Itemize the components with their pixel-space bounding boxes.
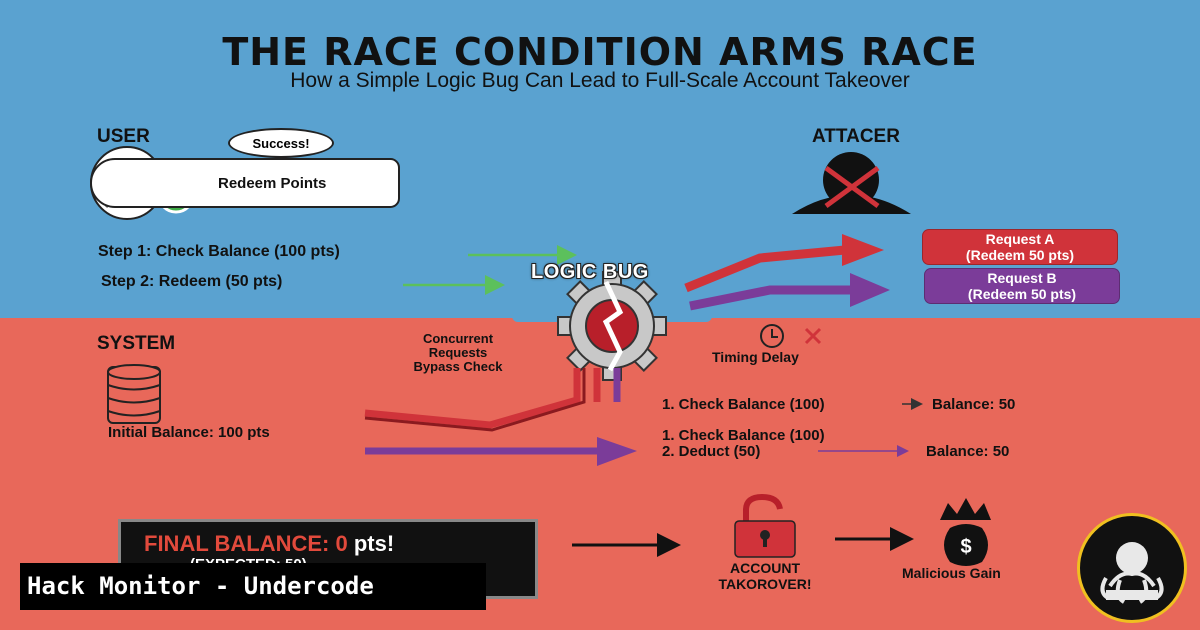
request-b-badge: Request B (Redeem 50 pts) [924, 268, 1120, 304]
timing-delay-label: Timing Delay [712, 349, 799, 365]
attacker-icon [792, 152, 911, 214]
system-label: SYSTEM [97, 333, 176, 354]
redeem-points-label: Redeem Points [218, 175, 327, 192]
octopus-logo-icon [1100, 542, 1164, 604]
request-b-arrow [689, 285, 852, 311]
takeover-line: TAKOROVER! [718, 576, 812, 592]
success-bubble: Success! [228, 128, 334, 158]
watermark-banner: Hack Monitor - Undercode [20, 563, 486, 610]
concurrent-line: Concurrent [422, 331, 494, 346]
malicious-gain-label: Malicious Gain [902, 565, 1001, 581]
request-b-detail: (Redeem 50 pts) [967, 286, 1077, 302]
thread-a-shadow [364, 368, 586, 432]
takeover-line: ACCOUNT [730, 560, 800, 576]
page-title: THE RACE CONDITION ARMS RACE [222, 30, 978, 74]
logic-bug-label: LOGIC BUG [531, 261, 649, 283]
money-bag-icon: $ [940, 498, 991, 566]
request-a-detail: (Redeem 50 pts) [965, 247, 1075, 263]
request-b-title: Request B [987, 270, 1057, 286]
user-label: USER [97, 126, 150, 147]
account-takeover-label: ACCOUNT TAKOROVER! [706, 560, 824, 592]
request-b-arrowhead [850, 273, 890, 307]
thread2-deduct: 2. Deduct (50) [662, 443, 761, 460]
thread2-check: 1. Check Balance (100) [662, 427, 825, 444]
thread-a-path [364, 368, 581, 429]
final-balance-text: FINAL BALANCE: 0 pts! [144, 531, 394, 557]
database-icon [107, 364, 161, 424]
concurrent-line: Requests [428, 345, 488, 360]
request-a-badge: Request A (Redeem 50 pts) [922, 229, 1118, 265]
step2-label: Step 2: Redeem (50 pts) [101, 273, 283, 290]
request-a-arrowhead [842, 234, 884, 266]
request-a-title: Request A [985, 231, 1055, 247]
initial-balance-label: Initial Balance: 100 pts [108, 424, 270, 441]
broken-lock-icon [734, 493, 796, 558]
clock-icon [760, 324, 784, 348]
svg-text:$: $ [960, 536, 971, 558]
x-icon [804, 327, 822, 345]
redeem-card [90, 158, 400, 208]
final-balance-value: 0 [335, 531, 348, 556]
final-balance-unit: pts! [353, 531, 395, 556]
logic-bug-gear-icon [557, 271, 667, 381]
step1-label: Step 1: Check Balance (100 pts) [98, 243, 340, 260]
concurrent-note: Concurrent Requests Bypass Check [386, 332, 530, 374]
attacker-label: ATTACER [812, 126, 900, 147]
octopus-logo [1077, 513, 1187, 623]
thread1-balance: Balance: 50 [932, 396, 1016, 413]
thread2-balance: Balance: 50 [926, 443, 1010, 460]
final-balance-label: FINAL BALANCE: [144, 531, 330, 556]
page-subtitle: How a Simple Logic Bug Can Lead to Full-… [290, 69, 910, 92]
request-a-arrow [684, 245, 846, 293]
thread-b-arrowhead [597, 437, 637, 466]
concurrent-line: Bypass Check [413, 359, 503, 374]
thread1-check: 1. Check Balance (100) [662, 396, 825, 413]
